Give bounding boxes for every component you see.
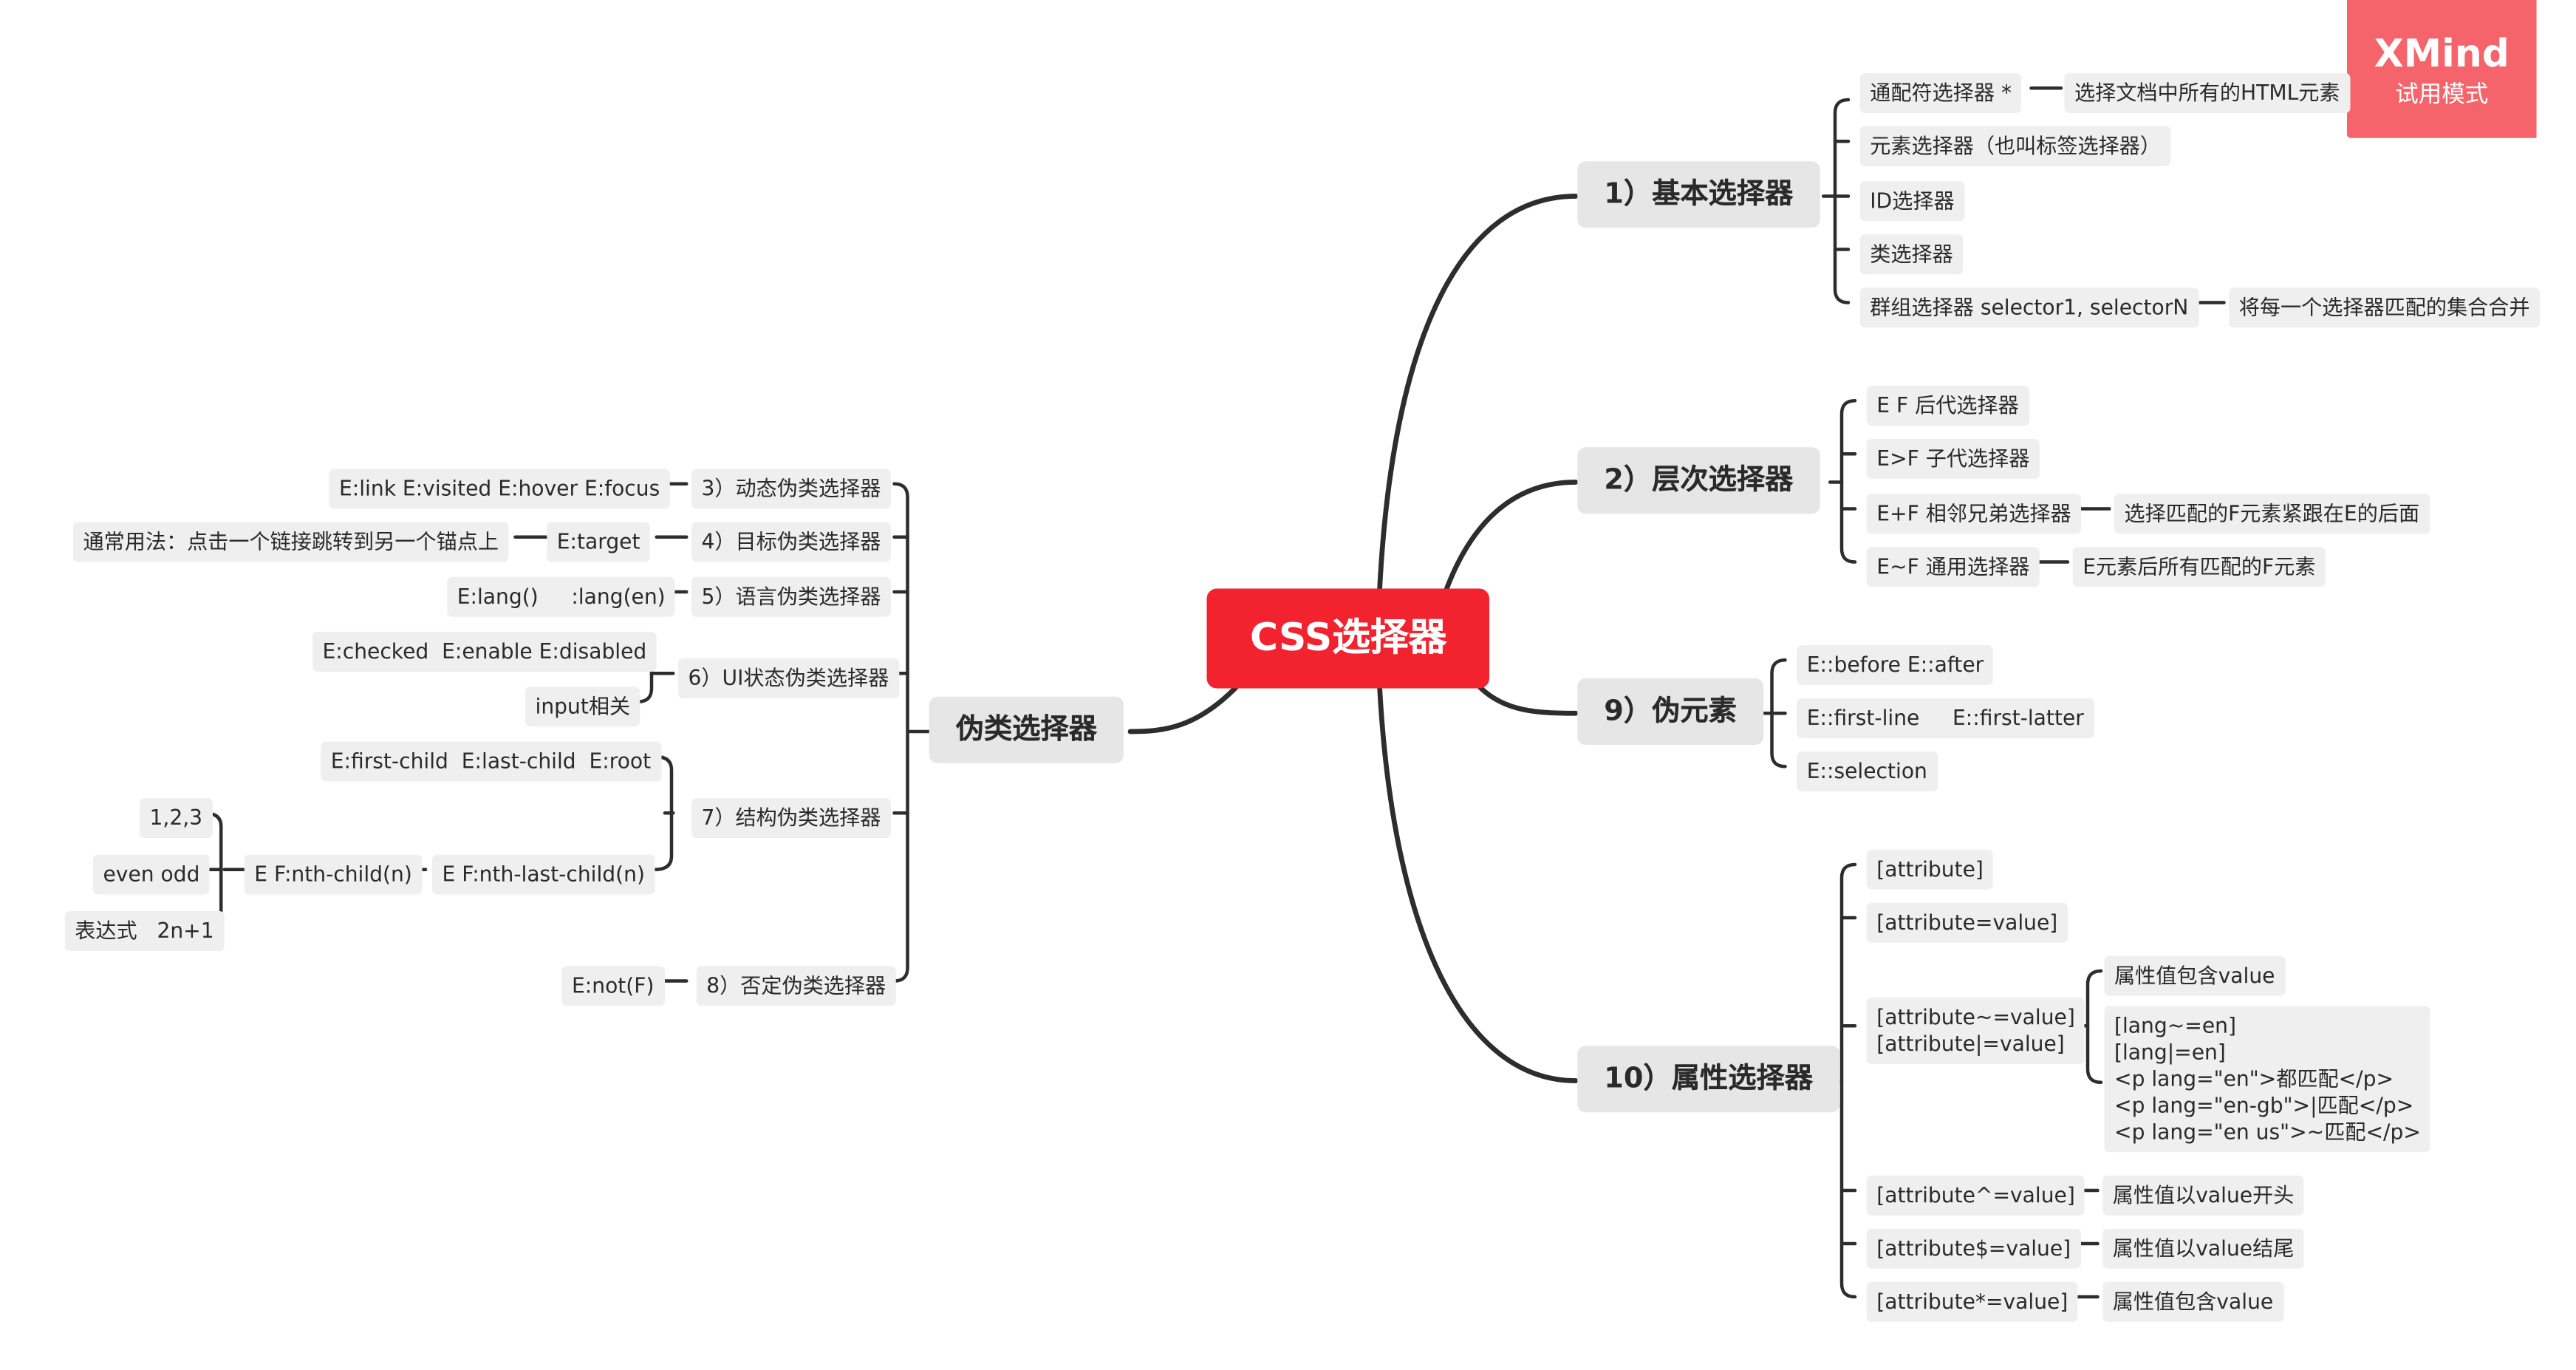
subtopic-general-sibling-selector[interactable]: E~F 通用选择器 <box>1866 547 2040 587</box>
subtopic-attribute-contains[interactable]: [attribute*=value] <box>1866 1281 2078 1322</box>
note-target[interactable]: E:target <box>547 522 651 562</box>
note-attribute-contains[interactable]: 属性值包含value <box>2102 1281 2283 1322</box>
note-ui-states[interactable]: E:checked E:enable E:disabled <box>312 632 657 672</box>
topic-pseudo-classes[interactable]: 伪类选择器 <box>929 696 1124 763</box>
note-attribute-contains-word[interactable]: 属性值包含value <box>2104 955 2285 996</box>
subtopic-attribute[interactable]: [attribute] <box>1866 849 1994 890</box>
note-first-last-root[interactable]: E:first-child E:last-child E:root <box>321 741 661 782</box>
subtopic-target-pseudo-class[interactable]: 4）目标伪类选择器 <box>691 522 891 562</box>
topic-basic-selectors[interactable]: 1）基本选择器 <box>1577 161 1820 228</box>
note-universal-selector[interactable]: 选择文档中所有的HTML元素 <box>2064 73 2351 113</box>
subtopic-before-after[interactable]: E::before E::after <box>1797 645 1994 685</box>
subtopic-attribute-equals[interactable]: [attribute=value] <box>1866 902 2068 943</box>
note-nth-example-expression[interactable]: 表达式 2n+1 <box>64 911 225 951</box>
subtopic-child-selector[interactable]: E>F 子代选择器 <box>1866 439 2040 479</box>
subtopic-first-line-letter[interactable]: E::first-line E::first-latter <box>1797 698 2094 738</box>
subtopic-structural-pseudo-class[interactable]: 7）结构伪类选择器 <box>691 798 891 838</box>
subtopic-negation-pseudo-class[interactable]: 8）否定伪类选择器 <box>696 966 896 1006</box>
subtopic-group-selector[interactable]: 群组选择器 selector1, selectorN <box>1859 287 2199 328</box>
xmind-trial-badge: XMind 试用模式 <box>2347 0 2537 138</box>
subtopic-descendant-selector[interactable]: E F 后代选择器 <box>1866 386 2029 426</box>
note-nth-child[interactable]: E F:nth-child(n) <box>244 854 423 895</box>
topic-attribute-selectors[interactable]: 10）属性选择器 <box>1577 1046 1840 1113</box>
note-nth-last-child[interactable]: E F:nth-last-child(n) <box>432 854 655 895</box>
topic-hierarchy-selectors[interactable]: 2）层次选择器 <box>1577 447 1820 514</box>
note-lang[interactable]: E:lang() :lang(en) <box>447 576 676 617</box>
subtopic-adjacent-sibling-selector[interactable]: E+F 相邻兄弟选择器 <box>1866 494 2082 534</box>
note-dynamic-pseudo-class[interactable]: E:link E:visited E:hover E:focus <box>329 468 670 509</box>
subtopic-attribute-ends[interactable]: [attribute$=value] <box>1866 1228 2081 1269</box>
note-adjacent-sibling[interactable]: 选择匹配的F元素紧跟在E的后面 <box>2114 494 2430 534</box>
topic-pseudo-elements[interactable]: 9）伪元素 <box>1577 678 1763 745</box>
subtopic-dynamic-pseudo-class[interactable]: 3）动态伪类选择器 <box>691 468 891 509</box>
watermark-brand: XMind <box>2374 33 2510 77</box>
subtopic-ui-state-pseudo-class[interactable]: 6）UI状态伪类选择器 <box>678 658 899 698</box>
note-target-usage[interactable]: 通常用法：点击一个链接跳转到另一个锚点上 <box>73 522 509 562</box>
subtopic-universal-selector[interactable]: 通配符选择器 * <box>1859 73 2022 113</box>
note-negation[interactable]: E:not(F) <box>561 966 664 1006</box>
note-nth-example-numbers[interactable]: 1,2,3 <box>140 798 213 838</box>
subtopic-id-selector[interactable]: ID选择器 <box>1859 181 1965 222</box>
subtopic-attribute-tilde-pipe[interactable]: [attribute~=value] [attribute|=value] <box>1866 998 2085 1064</box>
note-attribute-ends[interactable]: 属性值以value结尾 <box>2102 1228 2304 1269</box>
central-topic[interactable]: CSS选择器 <box>1206 588 1490 689</box>
note-group-selector[interactable]: 将每一个选择器匹配的集合合并 <box>2229 287 2541 328</box>
subtopic-selection[interactable]: E::selection <box>1797 752 1938 791</box>
note-nth-example-even-odd[interactable]: even odd <box>93 854 210 895</box>
watermark-mode: 试用模式 <box>2395 81 2489 109</box>
subtopic-language-pseudo-class[interactable]: 5）语言伪类选择器 <box>691 576 891 617</box>
subtopic-class-selector[interactable]: 类选择器 <box>1859 234 1964 275</box>
note-ui-input[interactable]: input相关 <box>525 686 640 727</box>
subtopic-attribute-starts[interactable]: [attribute^=value] <box>1866 1175 2085 1216</box>
note-attribute-starts[interactable]: 属性值以value开头 <box>2102 1175 2304 1216</box>
note-general-sibling[interactable]: E元素后所有匹配的F元素 <box>2072 547 2326 587</box>
subtopic-element-selector[interactable]: 元素选择器（也叫标签选择器） <box>1859 126 2171 166</box>
note-lang-example[interactable]: [lang~=en] [lang|=en] <p lang="en">都匹配</… <box>2104 1006 2431 1153</box>
